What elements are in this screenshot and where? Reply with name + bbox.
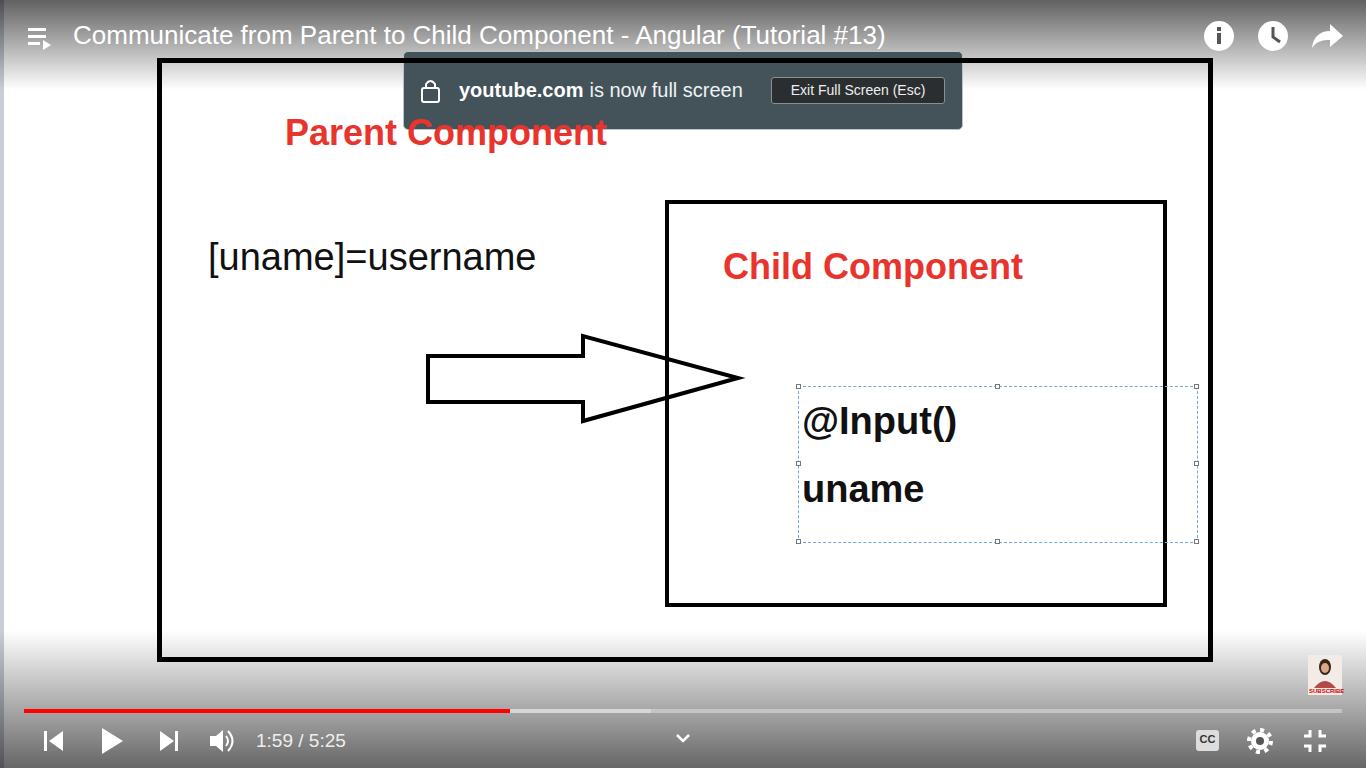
previous-icon	[44, 731, 63, 751]
exit-fullscreen-button: Exit Full Screen (Esc)	[771, 77, 945, 104]
volume-icon	[210, 730, 233, 752]
selected-text-box: @Input() uname	[798, 386, 1198, 543]
binding-expression: [uname]=username	[208, 236, 536, 279]
fullscreen-notice: is now full screen	[589, 79, 742, 102]
info-icon	[1204, 21, 1234, 51]
progress-buffer	[510, 709, 651, 713]
video-title: Communicate from Parent to Child Compone…	[73, 20, 886, 51]
watch-later-icon	[1258, 21, 1288, 51]
parent-heading: Parent Component	[285, 112, 607, 154]
cc-button: CC	[1196, 733, 1219, 745]
site-name: youtube.com	[459, 79, 583, 102]
resize-handle	[796, 539, 801, 544]
parent-frame: Parent Component [uname]=username Child Co…	[157, 58, 1213, 662]
settings-icon	[1249, 730, 1271, 752]
child-heading: Child Component	[723, 246, 1023, 288]
resize-handle	[995, 384, 1000, 389]
resize-handle	[796, 461, 801, 466]
progress-played	[24, 709, 510, 713]
bottom-gradient	[0, 630, 1366, 768]
next-icon	[160, 731, 178, 751]
resize-handle	[1194, 384, 1199, 389]
chevron-icon	[677, 735, 689, 741]
subscribe-watermark: SUBSCRIBE	[1309, 688, 1344, 694]
outline-arrow	[428, 336, 738, 421]
share-icon	[1312, 24, 1343, 48]
resize-handle	[796, 384, 801, 389]
exit-fullscreen-icon	[1304, 730, 1326, 752]
lock-icon	[419, 77, 443, 107]
resize-handle	[1194, 539, 1199, 544]
playlist-icon	[28, 28, 51, 50]
time-display: 1:59 / 5:25	[256, 730, 346, 752]
play-icon	[102, 728, 123, 754]
resize-handle	[1194, 461, 1199, 466]
resize-handle	[995, 539, 1000, 544]
child-frame: Child Component @Input() uname	[665, 200, 1167, 607]
cc-frame	[1196, 730, 1219, 751]
progress-track	[24, 709, 1342, 713]
input-decorator: @Input() uname	[802, 387, 1022, 523]
